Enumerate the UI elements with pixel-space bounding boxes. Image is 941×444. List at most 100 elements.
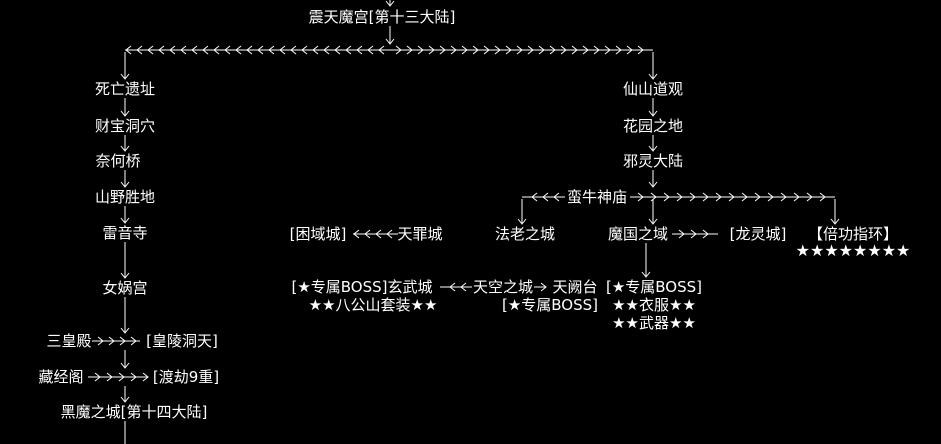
node-shanye-land: 山野胜地 [94, 188, 156, 206]
arrowhead-33 [428, 45, 435, 55]
arrowhead-82 [142, 372, 149, 382]
arrowhead-129 [460, 282, 467, 292]
arrowhead-52 [637, 45, 644, 55]
node-zangjing-pavilion: 藏经阁 [38, 368, 84, 386]
arrowhead-92 [553, 192, 560, 202]
node-manniu-temple: 蛮牛神庙 [566, 188, 628, 206]
arrowhead-25 [158, 45, 165, 55]
arrowhead-78 [94, 372, 101, 382]
node-xieling-continent: 邪灵大陆 [622, 152, 684, 170]
arrowhead-45 [560, 45, 567, 55]
arrowhead-3 [385, 38, 395, 45]
arrowhead-80 [118, 372, 125, 382]
arrowhead-6 [367, 45, 374, 55]
node-nuwa-palace: 女娲宫 [102, 279, 148, 297]
arrowhead-36 [461, 45, 468, 55]
xuanwu-set-reward: ★★八公山套装★★ [308, 296, 438, 314]
arrowhead-1 [385, 0, 395, 7]
arrowhead-17 [246, 45, 253, 55]
node-xuanwu-city: [★专属BOSS]玄武城 [291, 278, 433, 296]
arrowhead-86 [648, 110, 658, 117]
arrowhead-96 [637, 192, 644, 202]
arrowhead-120 [702, 229, 709, 239]
node-tianque-platform: 天阙台 [552, 278, 598, 296]
arrowhead-15 [268, 45, 275, 55]
node-dujie-9: [渡劫9重] [152, 368, 220, 386]
arrowhead-31 [406, 45, 413, 55]
node-naihe-bridge: 奈何桥 [95, 152, 141, 170]
arrowhead-132 [540, 282, 547, 292]
node-tiankong-city: 天空之城 [472, 278, 534, 296]
arrowhead-54 [120, 73, 130, 80]
arrowhead-68 [120, 362, 130, 369]
arrowhead-70 [120, 396, 130, 403]
arrowhead-93 [542, 192, 549, 202]
arrowhead-64 [120, 272, 130, 279]
arrowhead-18 [235, 45, 242, 55]
arrowhead-40 [505, 45, 512, 55]
node-caibao-cave: 财宝洞穴 [94, 117, 156, 135]
arrowhead-116 [830, 218, 840, 225]
arrowhead-51 [626, 45, 633, 55]
node-zhentian-palace: 震天魔宫[第十三大陆] [308, 8, 456, 26]
arrowhead-109 [806, 192, 813, 202]
node-tianzui-city: 天罪城 [397, 225, 443, 243]
arrowhead-118 [678, 229, 685, 239]
arrowhead-66 [120, 327, 130, 334]
node-huayuan-land: 花园之地 [622, 117, 684, 135]
arrowhead-50 [615, 45, 622, 55]
arrowhead-28 [125, 45, 132, 55]
node-huangling-cave: [皇陵洞天] [146, 332, 218, 350]
arrowhead-84 [648, 73, 658, 80]
arrowhead-26 [147, 45, 154, 55]
arrowhead-23 [180, 45, 187, 55]
arrowhead-56 [120, 110, 130, 117]
arrowhead-107 [780, 192, 787, 202]
arrowhead-19 [224, 45, 231, 55]
arrowhead-75 [119, 336, 126, 346]
tianque-boss-label: [★专属BOSS] [501, 296, 599, 314]
arrowhead-47 [582, 45, 589, 55]
arrowhead-73 [97, 336, 104, 346]
arrowhead-98 [663, 192, 670, 202]
arrowhead-79 [106, 372, 113, 382]
arrowhead-90 [648, 181, 658, 188]
beigong-stars: ★★★★★★★★ [795, 241, 911, 260]
arrowhead-7 [356, 45, 363, 55]
arrowhead-12 [301, 45, 308, 55]
arrowhead-74 [108, 336, 115, 346]
arrowhead-88 [648, 145, 658, 152]
node-heimo-city: 黑魔之城[第十四大陆] [60, 403, 208, 421]
arrowhead-41 [516, 45, 523, 55]
node-beigong-ring: 【倍功指环】 [807, 225, 899, 243]
moguo-weapon-reward: ★★武器★★ [612, 314, 696, 332]
arrowhead-27 [136, 45, 143, 55]
arrowhead-10 [323, 45, 330, 55]
node-siwang-ruins: 死亡遗址 [94, 80, 156, 98]
arrowhead-43 [538, 45, 545, 55]
arrowhead-108 [793, 192, 800, 202]
arrowhead-13 [290, 45, 297, 55]
node-xianshan-temple: 仙山道观 [622, 80, 684, 98]
arrowhead-32 [417, 45, 424, 55]
arrowhead-125 [353, 229, 360, 239]
arrowhead-104 [741, 192, 748, 202]
arrowhead-22 [191, 45, 198, 55]
arrowhead-103 [728, 192, 735, 202]
arrowhead-76 [130, 336, 137, 346]
arrowhead-60 [120, 181, 130, 188]
arrowhead-102 [715, 192, 722, 202]
arrowhead-101 [702, 192, 709, 202]
arrowhead-119 [690, 229, 697, 239]
arrowhead-62 [120, 217, 130, 224]
arrowhead-127 [641, 271, 651, 278]
arrowhead-48 [593, 45, 600, 55]
arrowhead-46 [571, 45, 578, 55]
arrowhead-20 [213, 45, 220, 55]
arrowhead-38 [483, 45, 490, 55]
arrowhead-94 [531, 192, 538, 202]
arrowhead-37 [472, 45, 479, 55]
arrowhead-44 [549, 45, 556, 55]
